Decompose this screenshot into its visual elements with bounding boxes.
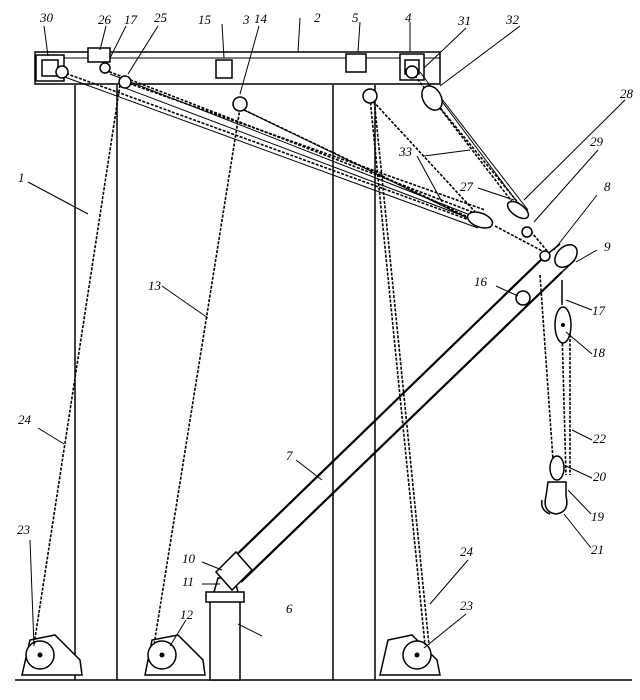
hook-assembly [539, 274, 572, 515]
label-25: 25 [154, 10, 168, 25]
label-23a: 23 [17, 522, 31, 537]
label-21: 21 [591, 542, 604, 557]
label-15: 15 [198, 12, 212, 27]
label-2: 2 [314, 10, 321, 25]
label-22: 22 [593, 431, 607, 446]
label-5: 5 [352, 10, 359, 25]
lower-blocks [466, 200, 551, 262]
label-19: 19 [591, 509, 605, 524]
winch-right [379, 634, 441, 676]
label-13: 13 [148, 278, 162, 293]
label-32: 32 [505, 12, 520, 27]
label-8: 8 [604, 179, 611, 194]
label-17b: 17 [592, 303, 606, 318]
frame-posts [74, 85, 376, 680]
label-17a: 17 [124, 12, 138, 27]
label-24a: 24 [18, 412, 32, 427]
label-9: 9 [604, 239, 611, 254]
part-labels: 1 2 3 4 5 6 7 8 9 10 11 12 13 14 15 16 1… [17, 10, 634, 622]
label-4: 4 [405, 10, 412, 25]
boom-pedestal [205, 577, 245, 681]
label-30: 30 [39, 10, 54, 25]
guy-ropes [61, 69, 549, 255]
label-3: 3 [242, 12, 250, 27]
label-24b: 24 [460, 544, 474, 559]
label-16: 16 [474, 274, 488, 289]
winch-left [21, 634, 83, 676]
top-blocks [55, 62, 443, 112]
label-6: 6 [286, 601, 293, 616]
label-33: 33 [398, 144, 413, 159]
label-11: 11 [182, 574, 194, 589]
label-20: 20 [593, 469, 607, 484]
label-23b: 23 [460, 598, 474, 613]
leader-lines [27, 17, 626, 649]
label-31: 31 [457, 13, 471, 28]
label-7: 7 [286, 448, 293, 463]
winch-ropes [33, 84, 430, 646]
label-10: 10 [182, 551, 196, 566]
label-18: 18 [592, 345, 606, 360]
label-1: 1 [18, 170, 25, 185]
label-14: 14 [254, 11, 268, 26]
label-27: 27 [460, 179, 474, 194]
winch-middle [144, 634, 206, 676]
label-26: 26 [98, 12, 112, 27]
label-12: 12 [180, 607, 194, 622]
boom [214, 243, 578, 592]
label-28: 28 [620, 86, 634, 101]
label-29: 29 [590, 134, 604, 149]
